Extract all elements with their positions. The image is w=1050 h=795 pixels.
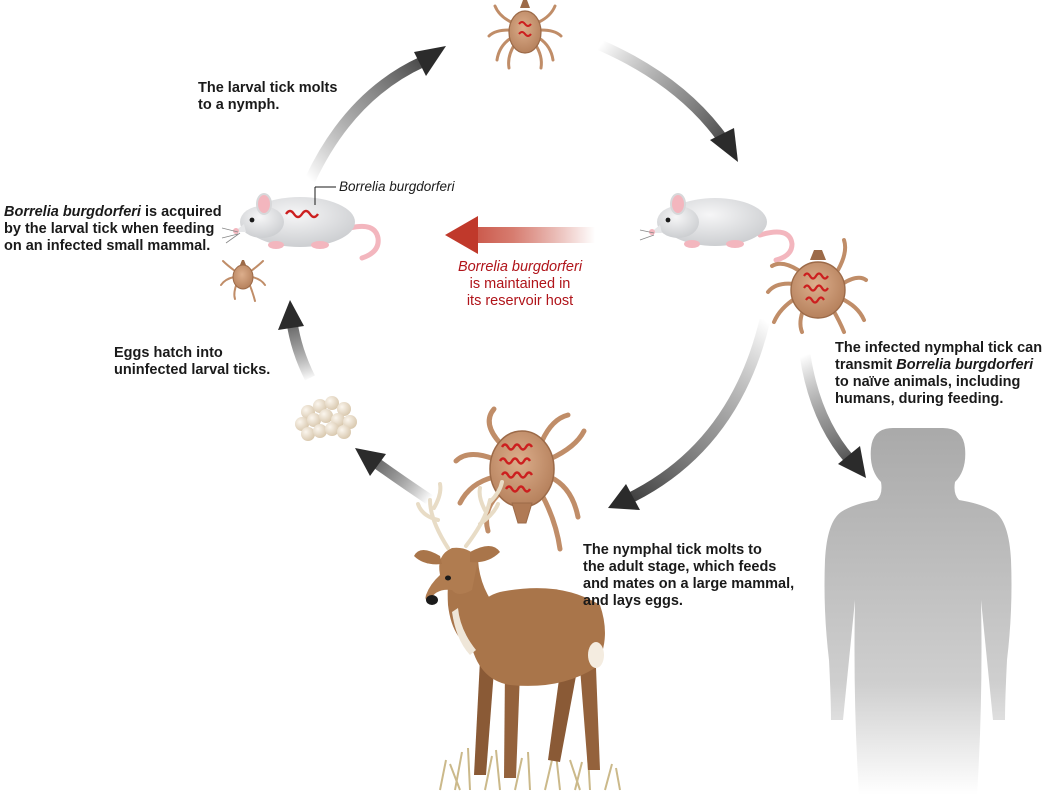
caption-line: humans, during feeding. [835,391,1004,407]
caption-line: on an infected small mammal. [4,238,211,254]
caption-line: and mates on a large mammal, [583,576,795,592]
caption-line: uninfected larval ticks. [114,362,271,378]
caption-text: transmit [835,357,897,373]
tick-icon [453,406,587,552]
tick-icon [220,260,266,302]
caption-line: The larval tick molts [198,80,338,96]
caption-line: by the larval tick when feeding [4,221,215,237]
cycle-arrow-icon [355,448,434,505]
reservoir-line: its reservoir host [466,293,574,309]
reservoir-line: Borrelia burgdorferi [440,259,600,276]
caption-line: transmit Borrelia burgdorferi [835,357,1042,374]
tick-icon [766,238,868,334]
caption-nymph-transmit: The infected nymphal tick can transmit B… [835,340,1042,408]
cycle-arrow-icon [799,354,866,478]
species-name: Borrelia burgdorferi [896,357,1034,373]
caption-line: Borrelia burgdorferi is acquired [4,204,222,221]
caption-text: is acquired [140,204,222,220]
caption-acquired: Borrelia burgdorferi is acquired by the … [4,204,222,255]
caption-line: the adult stage, which feeds [583,559,777,575]
caption-line: Eggs hatch into [114,345,223,361]
deer-icon [414,480,621,791]
caption-larval-molt: The larval tick molts to a nymph. [198,80,337,114]
caption-line: and lays eggs. [583,593,683,609]
caption-line: The nymphal tick molts to [583,542,762,558]
reservoir-note: Borrelia burgdorferi is maintained in it… [440,259,600,310]
mouse-spirochete-label: Borrelia burgdorferi [339,179,455,194]
cycle-arrow-icon [597,39,738,162]
egg-cluster-icon [295,396,357,441]
cycle-arrow-icon [278,300,315,381]
caption-adult-stage: The nymphal tick molts to the adult stag… [583,542,794,610]
reservoir-arrow-icon [445,216,595,254]
reservoir-line: is maintained in [469,276,571,292]
caption-line: to naïve animals, including [835,374,1021,390]
species-name: Borrelia burgdorferi [4,204,141,220]
caption-line: The infected nymphal tick can [835,340,1043,356]
cycle-arrow-icon [608,318,771,510]
caption-line: to a nymph. [198,97,280,113]
caption-eggs-hatch: Eggs hatch into uninfected larval ticks. [114,345,270,379]
mouse-icon [639,193,795,263]
species-name: Borrelia burgdorferi [457,259,583,275]
mouse-icon [221,186,381,261]
human-silhouette-icon [824,428,1012,795]
tick-icon [487,0,563,70]
cycle-arrow-icon [305,46,446,183]
